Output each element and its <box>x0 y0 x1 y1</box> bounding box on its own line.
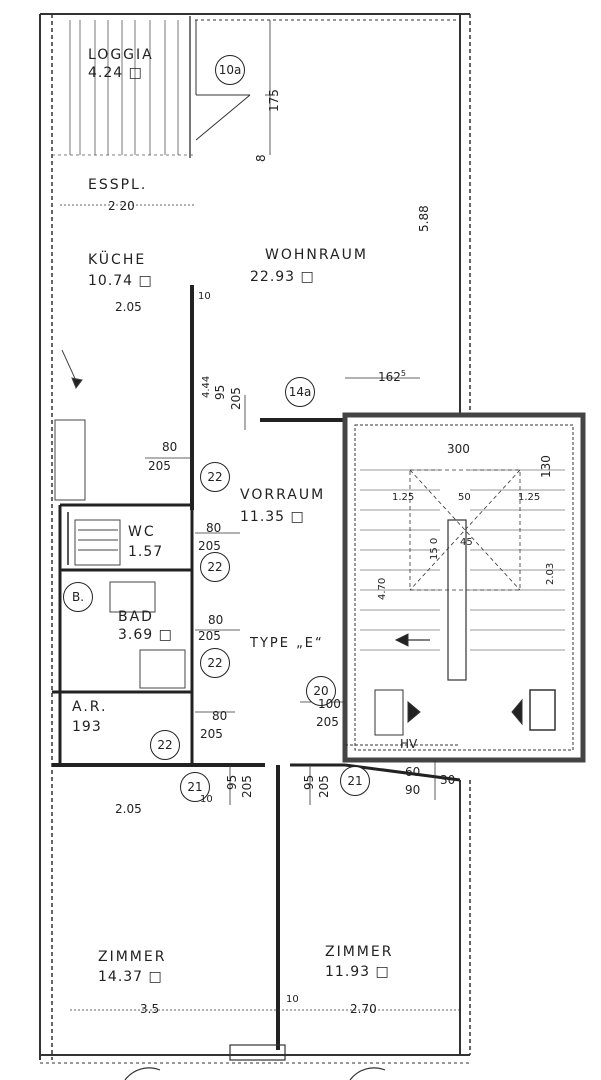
exterior-walls <box>39 13 471 1064</box>
vorraum-area: 11.35 □ <box>240 509 305 525</box>
stair-125a: 1.25 <box>392 492 415 503</box>
stair-125b: 1.25 <box>518 492 541 503</box>
kueche-name: KÜCHE <box>88 252 147 268</box>
dim-wc-80: 80 <box>206 521 222 535</box>
bathroom-fixtures <box>109 581 186 689</box>
interior-walls <box>52 285 461 1050</box>
dim-zimmer-205b: 205 <box>317 775 331 798</box>
dim-95-wohn: 95 <box>213 384 227 400</box>
marker-21-left: 21 <box>180 772 210 802</box>
stair-203: 2.03 <box>545 562 556 585</box>
marker-b: B. <box>63 582 93 612</box>
marker-14a: 14a <box>285 377 315 407</box>
wc-fixtures <box>74 519 121 566</box>
marker-10a: 10a <box>215 55 245 85</box>
kueche-dim: 2.05 <box>115 300 142 314</box>
loggia-name: LOGGIA <box>88 47 154 63</box>
dim-zimmer-35: 3.5 <box>140 1002 160 1016</box>
entry-doors <box>124 1044 386 1080</box>
loggia-hatching <box>52 16 195 158</box>
stair-470: 4.70 <box>377 577 388 600</box>
dim-vorraum-205: 205 <box>316 715 339 729</box>
dim-zimmer-205c: 2.05 <box>115 802 142 816</box>
marker-20: 20 <box>306 676 336 706</box>
wc-area: 1.57 <box>128 544 164 560</box>
bad-name: BAD <box>118 609 154 625</box>
zimmer2-name: ZIMMER <box>325 944 394 960</box>
type-label: TYPE „E“ <box>250 636 324 651</box>
dim-zimmer-90: 90 <box>405 783 421 797</box>
dim-zimmer-60: 60 <box>405 765 421 779</box>
dim-bad-205: 205 <box>198 629 221 643</box>
dim-zimmer-10a: 10 <box>200 794 213 805</box>
zimmer1-name: ZIMMER <box>98 949 167 965</box>
wc-name: WC <box>128 524 156 540</box>
dim-zimmer-95b: 95 <box>302 774 316 790</box>
dim-588: 5.88 <box>417 205 431 232</box>
marker-22-bad: 22 <box>200 648 230 678</box>
ar-area: 193 <box>72 719 102 735</box>
marker-22-kueche: 22 <box>200 462 230 492</box>
bad-area: 3.69 □ <box>118 627 173 643</box>
stair-300: 300 <box>447 442 470 456</box>
stair-hv: HV <box>400 737 418 751</box>
marker-22-ar: 22 <box>150 730 180 760</box>
stair-45: 45 <box>460 537 473 548</box>
loggia-area: 4.24 □ <box>88 65 143 81</box>
stairwell <box>342 412 586 763</box>
dim-zimmer-270: 2.70 <box>350 1002 377 1016</box>
dim-zimmer-95a: 95 <box>225 774 239 790</box>
dim-ar-80: 80 <box>212 709 228 723</box>
stair-150: 15 0 <box>429 537 440 560</box>
dim-205-wohn: 205 <box>229 387 243 410</box>
dim-8: 8 <box>254 154 268 162</box>
marker-21-right: 21 <box>340 766 370 796</box>
dim-zimmer-10b: 10 <box>286 994 299 1005</box>
dim-kueche-205: 205 <box>148 459 171 473</box>
dim-1625: 1625 <box>378 369 406 384</box>
kitchen-fixtures <box>54 349 86 501</box>
dim-ar-205: 205 <box>200 727 223 741</box>
marker-22-wc: 22 <box>200 552 230 582</box>
dimension-lines <box>60 20 460 1011</box>
stair-130: 130 <box>539 455 553 478</box>
zimmer2-area: 11.93 □ <box>325 964 390 980</box>
dim-444: 4.44 <box>201 375 212 398</box>
dim-zimmer-30: 30 <box>440 773 456 787</box>
dim-10-wall: 10 <box>198 291 211 302</box>
dim-kueche-80: 80 <box>162 440 178 454</box>
dim-175: 175 <box>267 89 281 112</box>
wohnraum-area: 22.93 □ <box>250 269 315 285</box>
dim-bad-80: 80 <box>208 613 224 627</box>
dim-vorraum-100: 100 <box>318 697 341 711</box>
vorraum-name: VORRAUM <box>240 487 326 503</box>
dim-wc-205: 205 <box>198 539 221 553</box>
zimmer1-area: 14.37 □ <box>98 969 163 985</box>
esspl-dim: 2 20 <box>108 199 135 213</box>
kueche-area: 10.74 □ <box>88 273 153 289</box>
stair-50: 50 <box>458 492 471 503</box>
ar-name: A.R. <box>72 699 108 715</box>
esspl-name: ESSPL. <box>88 177 148 193</box>
dim-zimmer-205a: 205 <box>240 775 254 798</box>
wohnraum-name: WOHNRAUM <box>265 247 368 263</box>
loggia-door <box>195 20 251 141</box>
